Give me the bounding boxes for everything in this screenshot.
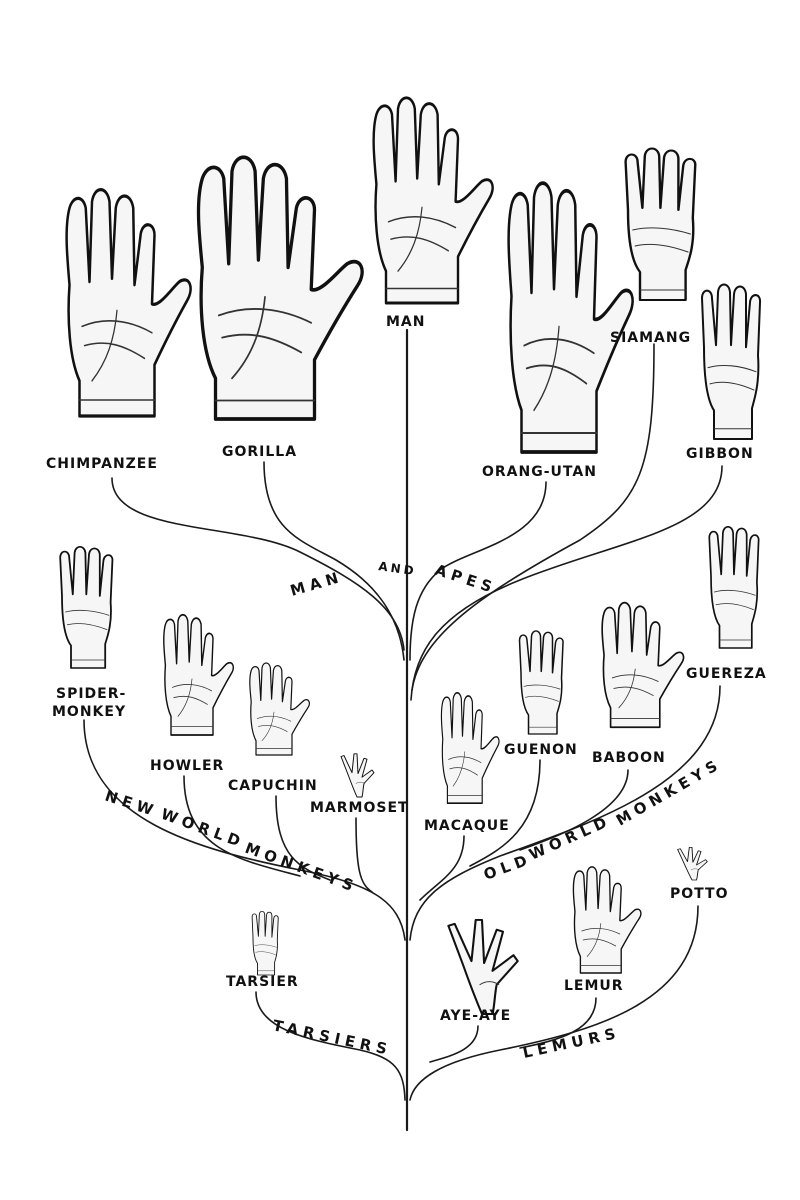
branch-siamang [411, 343, 655, 691]
group-lemurs: LEMURS [521, 1024, 622, 1062]
branch-macaque [419, 835, 465, 901]
branch-orang-utan [409, 481, 547, 661]
macaque-hand-icon [440, 692, 500, 804]
label-macaque: MACAQUE [424, 818, 510, 834]
label-gorilla: GORILLA [222, 444, 297, 460]
branch-capuchin [275, 795, 331, 881]
guenon-hand-icon [518, 630, 564, 735]
gibbon-hand-icon [700, 283, 762, 441]
branch-spider-monkey [83, 719, 406, 941]
guereza-hand-icon [708, 525, 760, 649]
group-tarsiers: TARSIERS [271, 1016, 393, 1059]
baboon-hand-icon [601, 601, 685, 729]
label-aye-aye: AYE-AYE [440, 1008, 511, 1024]
marmoset-hand-icon [340, 753, 375, 798]
group-man-and-apes-word2: AND [378, 559, 418, 578]
tree-branches [83, 328, 723, 1132]
label-marmoset: MARMOSET [310, 800, 409, 816]
howler-hand-icon [162, 613, 235, 736]
potto-hand-icon [677, 846, 708, 881]
branch-chimpanzee [111, 477, 405, 651]
siamang-hand-icon [624, 147, 697, 302]
chimpanzee-hand-icon [65, 188, 193, 418]
branch-aye-aye [429, 1025, 479, 1063]
label-orang-utan: ORANG-UTAN [482, 464, 597, 480]
label-potto: POTTO [670, 886, 728, 902]
branch-gorilla [263, 461, 405, 661]
group-old-world-monkeys-word2: WORLD [526, 811, 614, 863]
branch-guereza [409, 685, 721, 941]
label-spider-monkey-line1: SPIDER- [56, 686, 126, 702]
label-spider-monkey-line2: MONKEY [52, 704, 126, 720]
branch-baboon [519, 769, 629, 851]
label-gibbon: GIBBON [686, 446, 754, 462]
tarsier-hand-icon [251, 910, 279, 976]
branch-marmoset [355, 817, 373, 893]
aye-aye-hand-icon [447, 918, 519, 1016]
branch-potto [409, 905, 699, 1101]
branch-guenon [469, 759, 541, 867]
branch-howler [183, 775, 301, 877]
label-tarsier: TARSIER [226, 974, 299, 990]
label-lemur: LEMUR [564, 978, 624, 994]
orang-utan-hand-icon [506, 181, 635, 454]
branch-gibbon [410, 465, 723, 701]
label-baboon: BABOON [592, 750, 666, 766]
label-howler: HOWLER [150, 758, 224, 774]
label-guereza: GUEREZA [686, 666, 767, 682]
branch-tarsier [255, 991, 406, 1101]
hand-illustrations [59, 96, 762, 1016]
label-siamang: SIAMANG [610, 330, 691, 346]
group-man-and-apes-word1: MAN [288, 568, 345, 600]
group-man-and-apes-word3: APES [433, 561, 499, 598]
label-capuchin: CAPUCHIN [228, 778, 318, 794]
species-labels: CHIMPANZEE GORILLA MAN ORANG-UTAN SIAMAN… [46, 314, 767, 1024]
group-new-world-monkeys-word2: WORLD [159, 805, 248, 852]
spider-monkey-hand-icon [59, 545, 114, 669]
label-man: MAN [386, 314, 425, 330]
man-hand-icon [372, 96, 495, 305]
capuchin-hand-icon [249, 662, 310, 756]
lemur-hand-icon [572, 866, 642, 974]
group-new-world-monkeys-word1: NEW [103, 787, 160, 821]
label-guenon: GUENON [504, 742, 578, 758]
label-chimpanzee: CHIMPANZEE [46, 456, 158, 472]
group-new-world-monkeys-word3: MONKEYS [243, 839, 361, 897]
gorilla-hand-icon [196, 155, 365, 421]
